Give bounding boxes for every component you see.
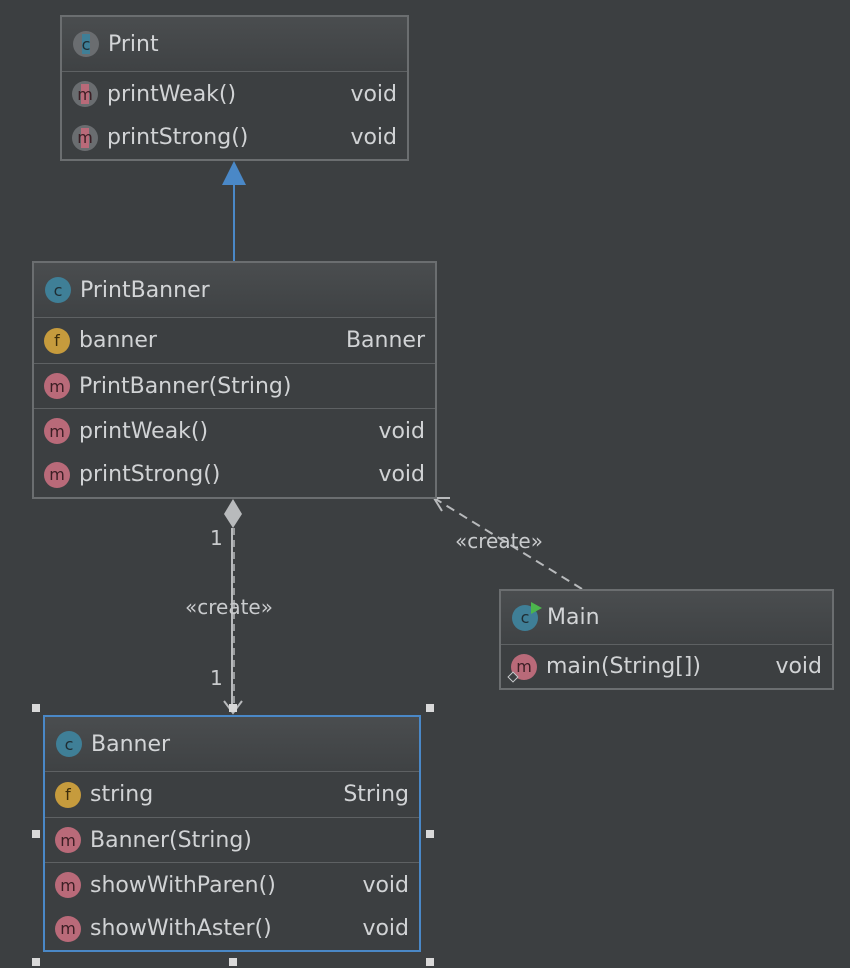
create-stereotype-label: «create»	[185, 595, 273, 619]
class-icon: c	[56, 731, 82, 757]
resize-handle-bottom-left[interactable]	[32, 958, 40, 966]
method-return-type: void	[378, 462, 425, 487]
static-method-icon: m	[507, 653, 537, 683]
field-icon: f	[55, 781, 81, 808]
abstract-method-icon: m	[72, 124, 98, 151]
inheritance-arrowhead	[222, 161, 246, 185]
method-name: main(String[])	[546, 654, 701, 679]
class-header: c Print	[62, 17, 407, 72]
method-icon: m	[44, 461, 70, 488]
field-type: Banner	[345, 328, 425, 353]
method-name: printStrong()	[79, 462, 221, 487]
class-name: Banner	[91, 731, 171, 757]
method-name: showWithParen()	[90, 872, 276, 898]
section-divider	[34, 363, 435, 364]
class-name: Print	[108, 31, 159, 57]
class-icon: c	[45, 277, 71, 303]
method-row[interactable]: m printWeak() void	[62, 72, 407, 116]
method-return-type: void	[775, 654, 822, 679]
method-row[interactable]: m printStrong() void	[34, 453, 435, 496]
section-divider	[45, 817, 419, 818]
method-name: showWithAster()	[90, 916, 272, 941]
resize-handle-bottom[interactable]	[229, 958, 237, 966]
class-box-banner[interactable]: c Banner f string String m Banner(String…	[43, 715, 421, 952]
abstract-class-icon: c	[73, 31, 99, 57]
resize-handle-top-left[interactable]	[32, 704, 40, 712]
section-divider	[34, 408, 435, 409]
class-box-main[interactable]: c Main m main(String[]) void	[499, 589, 834, 690]
resize-handle-right[interactable]	[426, 830, 434, 838]
composition-arrowhead	[223, 700, 243, 715]
runnable-class-icon: c	[512, 601, 542, 631]
main-create-stereotype-label: «create»	[455, 529, 543, 553]
run-marker-icon	[531, 601, 542, 614]
composition-diamond	[224, 499, 242, 528]
field-type: String	[343, 782, 409, 807]
field-row[interactable]: f string String	[45, 772, 419, 817]
target-multiplicity-label: 1	[210, 666, 223, 690]
method-icon: m	[44, 373, 70, 399]
source-multiplicity-label: 1	[210, 526, 223, 550]
resize-handle-left[interactable]	[32, 830, 40, 838]
field-name: string	[90, 782, 154, 807]
method-return-type: void	[350, 81, 397, 107]
class-header: c Main	[501, 591, 832, 645]
class-box-print-banner[interactable]: c PrintBanner f banner Banner m PrintBan…	[32, 261, 437, 499]
constructor-row[interactable]: m Banner(String)	[45, 818, 419, 862]
resize-handle-top-right[interactable]	[426, 704, 434, 712]
field-icon: f	[44, 327, 70, 354]
method-name: printWeak()	[79, 418, 209, 444]
field-row[interactable]: f banner Banner	[34, 318, 435, 363]
constructor-row[interactable]: m PrintBanner(String)	[34, 364, 435, 408]
method-icon: m	[55, 915, 81, 942]
method-return-type: void	[362, 916, 409, 941]
resize-handle-top[interactable]	[229, 704, 237, 712]
class-box-print[interactable]: c Print m printWeak() void m printStrong…	[60, 15, 409, 161]
method-row[interactable]: m showWithAster() void	[45, 907, 419, 950]
method-return-type: void	[350, 125, 397, 150]
method-return-type: void	[378, 418, 425, 444]
method-icon: m	[55, 872, 81, 898]
class-header: c Banner	[45, 717, 419, 772]
method-icon: m	[55, 827, 81, 853]
method-name: printStrong()	[107, 125, 249, 150]
method-row[interactable]: m showWithParen() void	[45, 863, 419, 907]
constructor-name: PrintBanner(String)	[79, 373, 292, 399]
constructor-name: Banner(String)	[90, 827, 252, 853]
method-row[interactable]: m printWeak() void	[34, 409, 435, 453]
method-row[interactable]: m main(String[]) void	[501, 645, 832, 688]
method-icon: m	[44, 418, 70, 444]
method-return-type: void	[362, 872, 409, 898]
method-name: printWeak()	[107, 81, 237, 107]
abstract-method-icon: m	[72, 81, 98, 107]
class-name: PrintBanner	[80, 277, 210, 303]
field-name: banner	[79, 328, 157, 353]
method-row[interactable]: m printStrong() void	[62, 116, 407, 159]
section-divider	[45, 862, 419, 863]
class-header: c PrintBanner	[34, 263, 435, 318]
resize-handle-bottom-right[interactable]	[426, 958, 434, 966]
class-name: Main	[547, 605, 600, 630]
